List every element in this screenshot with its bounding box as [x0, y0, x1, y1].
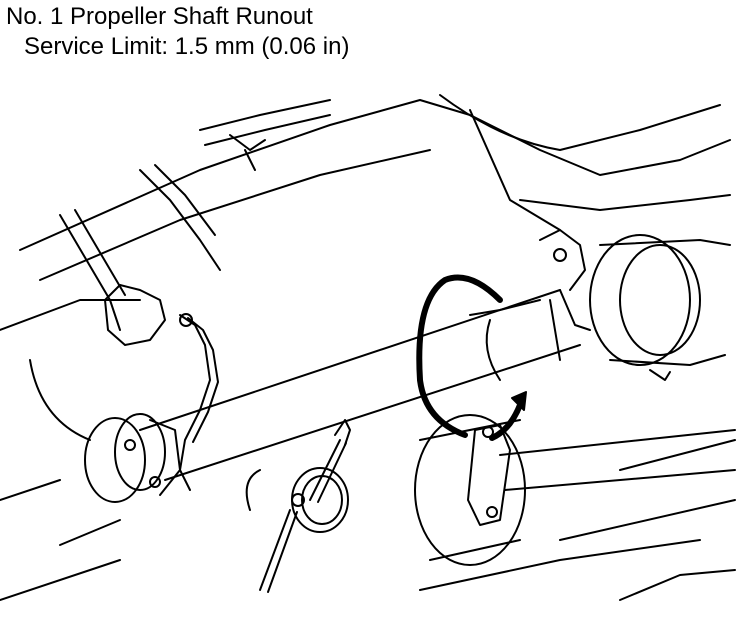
propeller-shaft: [139, 289, 581, 481]
rotation-arrow: [416, 274, 527, 441]
mounting-bracket: [104, 284, 219, 491]
service-limit-text: Service Limit: 1.5 mm (0.06 in): [24, 33, 350, 60]
dial-indicator: [245, 419, 351, 593]
diagram-title: No. 1 Propeller Shaft Runout: [6, 3, 313, 30]
brake-lines: [59, 99, 331, 331]
exhaust-muffler: [414, 414, 736, 566]
underbody-panels: [0, 94, 736, 601]
front-joint: [539, 229, 731, 381]
title-block: No. 1 Propeller Shaft Runout Service Lim…: [6, 2, 349, 62]
rear-joint-flange: [84, 413, 181, 503]
